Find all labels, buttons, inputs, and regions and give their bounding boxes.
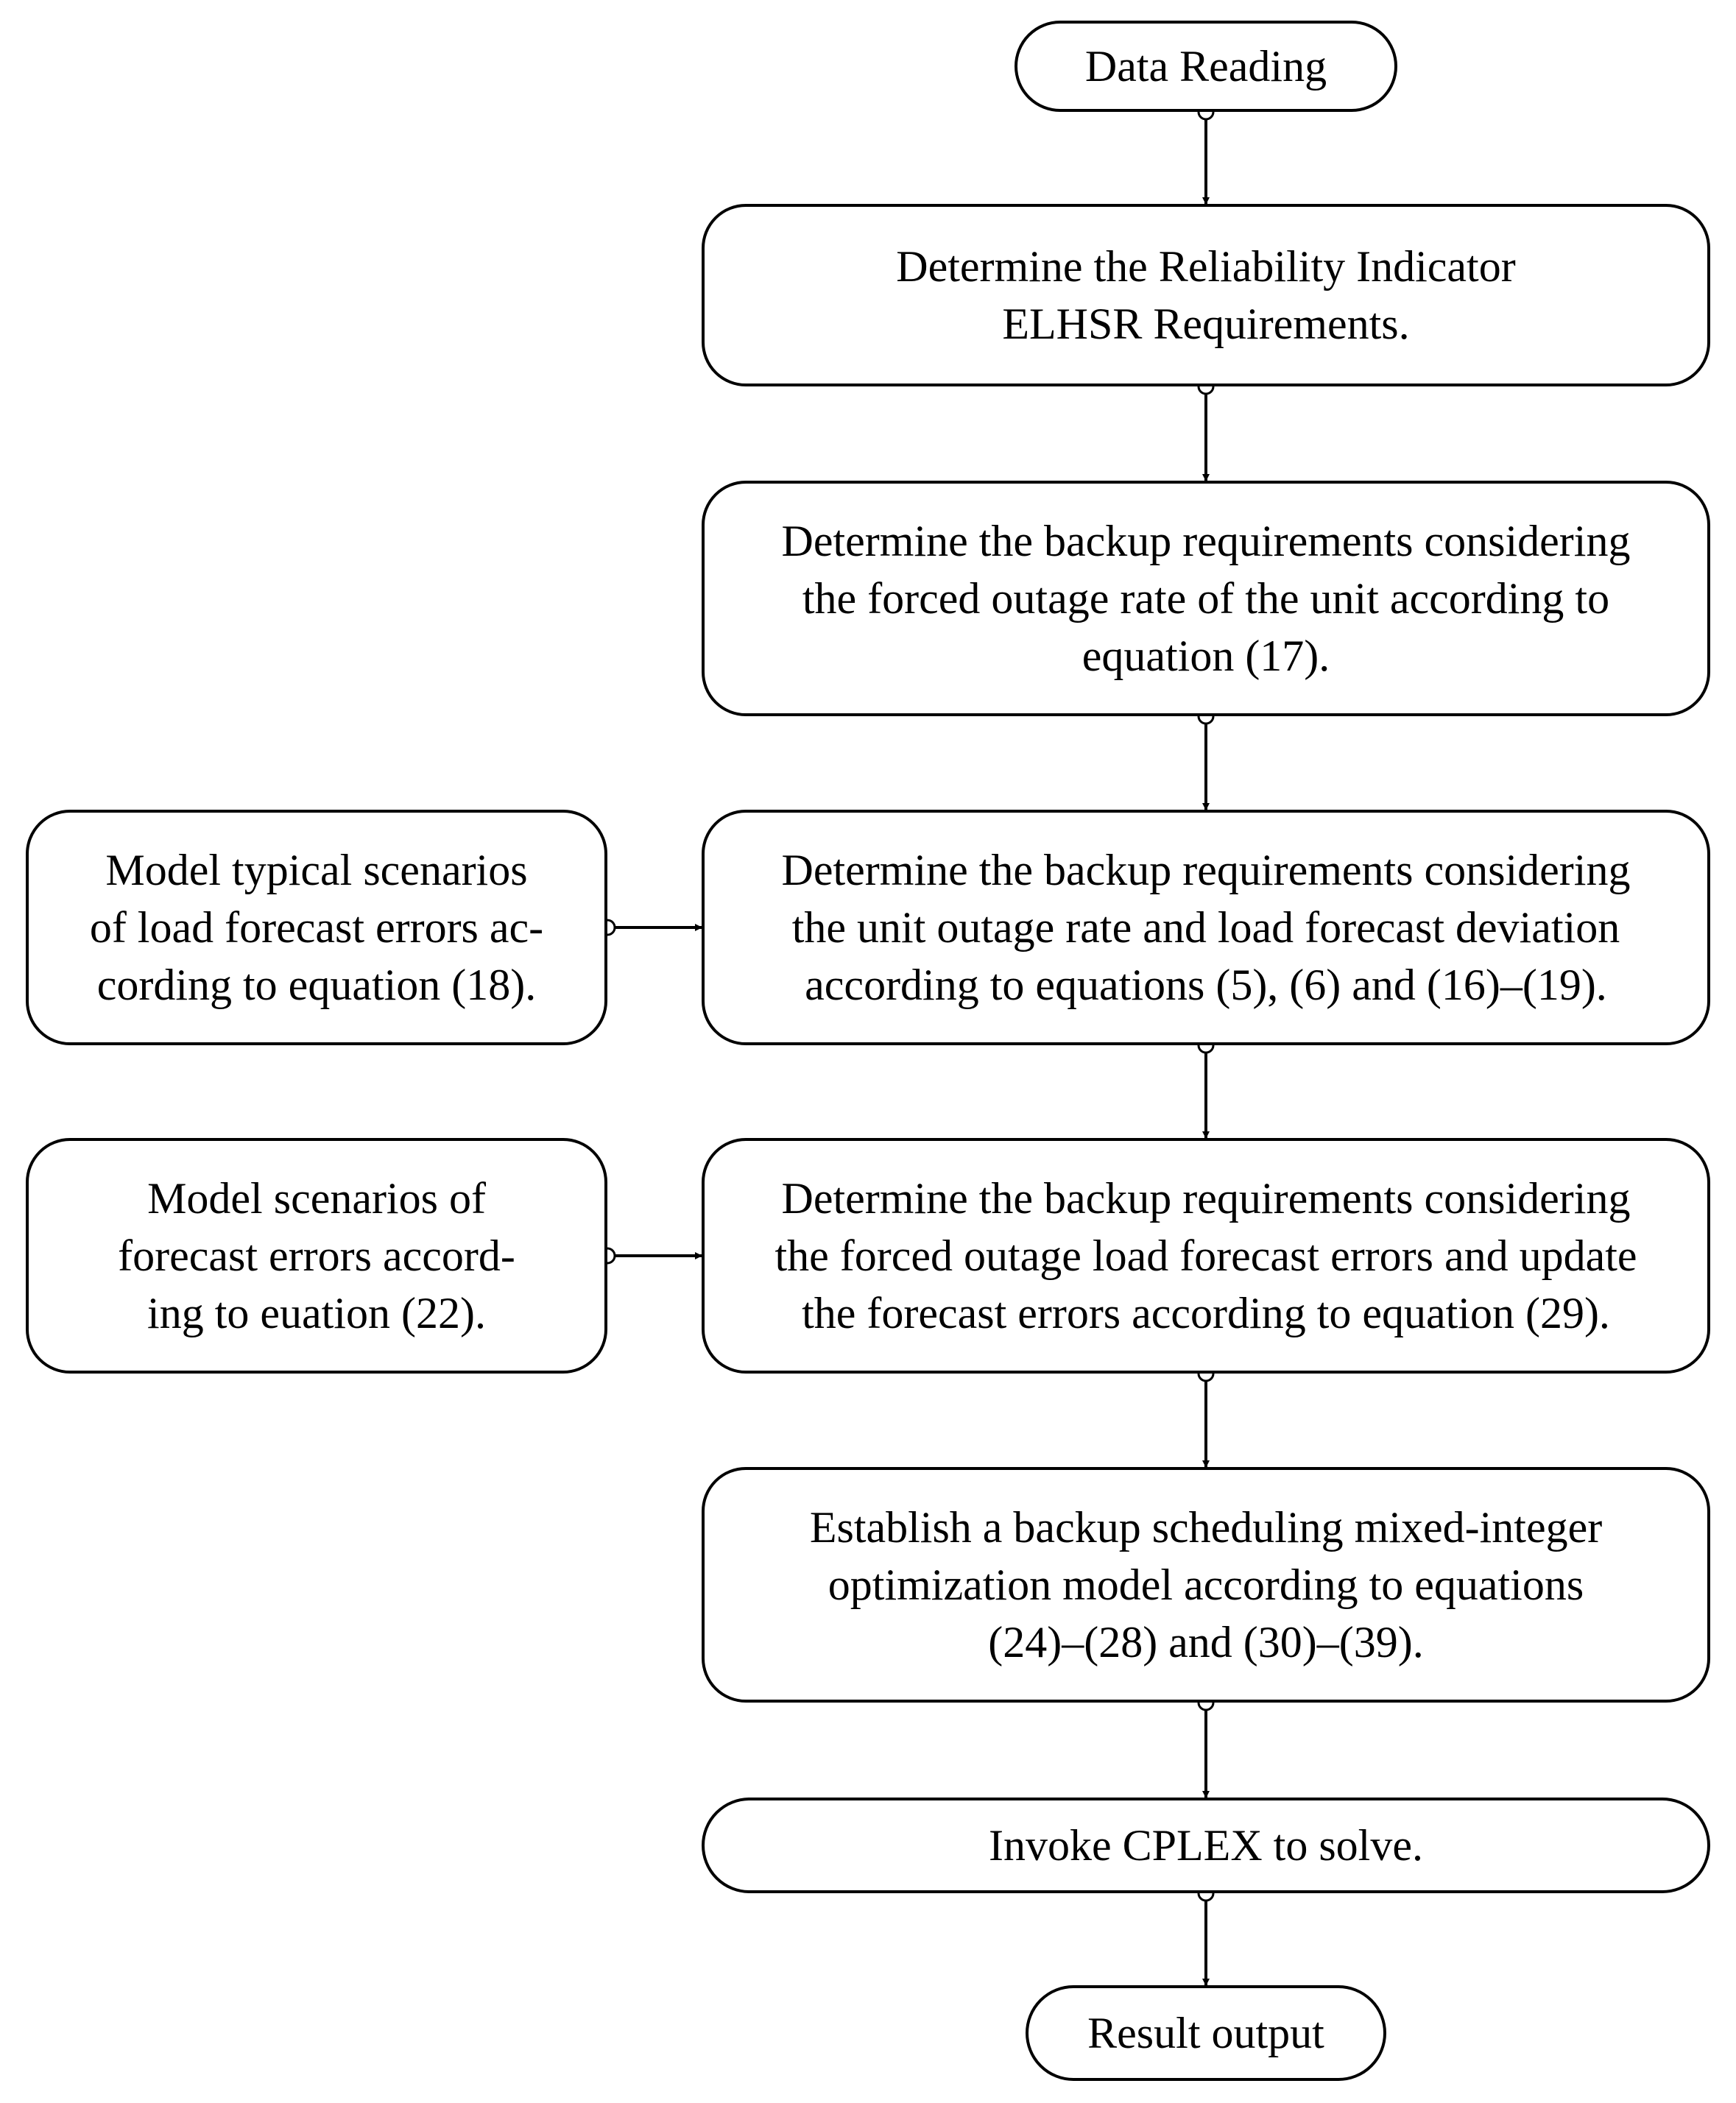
- node-text-line: optimization model according to equation…: [828, 1561, 1584, 1609]
- node-invoke-cplex: Invoke CPLEX to solve.: [702, 1798, 1710, 1893]
- node-forced-outage-load-backup: Determine the backup requirements consid…: [702, 1138, 1710, 1374]
- node-text-line: Determine the backup requirements consid…: [781, 1174, 1631, 1223]
- node-text-line: the forced outage load forecast errors a…: [775, 1231, 1637, 1280]
- node-model-scenarios: Model scenarios of forecast errors accor…: [26, 1138, 607, 1374]
- node-text-line: the unit outage rate and load forecast d…: [791, 903, 1620, 952]
- node-text-line: according to equations (5), (6) and (16)…: [805, 961, 1607, 1009]
- node-text-line: Establish a backup scheduling mixed-inte…: [809, 1503, 1603, 1552]
- node-unit-outage-load-backup: Determine the backup requirements consid…: [702, 810, 1710, 1045]
- node-text-line: ing to euation (22).: [147, 1289, 486, 1337]
- node-text-line: forecast errors accord-: [118, 1231, 515, 1280]
- node-text-line: equation (17).: [1082, 632, 1330, 680]
- node-text-line: Data Reading: [1084, 42, 1327, 91]
- node-establish-model: Establish a backup scheduling mixed-inte…: [702, 1467, 1710, 1703]
- node-text-line: Determine the Reliability Indicator: [896, 242, 1516, 291]
- node-reliability-requirements: Determine the Reliability Indicator ELHS…: [702, 204, 1710, 386]
- node-result-output: Result output: [1026, 1985, 1386, 2081]
- node-text-line: ELHSR Requirements.: [1002, 300, 1410, 348]
- node-text-line: Determine the backup requirements consid…: [781, 517, 1631, 565]
- node-text-line: Result output: [1087, 2009, 1324, 2057]
- node-forced-outage-backup: Determine the backup requirements consid…: [702, 481, 1710, 716]
- node-text-line: the forecast errors according to equatio…: [802, 1289, 1610, 1337]
- node-text-line: Invoke CPLEX to solve.: [989, 1821, 1423, 1870]
- node-text-line: Determine the backup requirements consid…: [781, 846, 1631, 894]
- node-text-line: Model scenarios of: [147, 1174, 486, 1223]
- node-text-line: Model typical scenarios: [105, 846, 528, 894]
- node-model-typical-scenarios: Model typical scenarios of load forecast…: [26, 810, 607, 1045]
- node-text-line: of load forecast errors ac-: [89, 903, 544, 952]
- node-text-line: (24)–(28) and (30)–(39).: [988, 1618, 1424, 1667]
- node-text-line: cording to equation (18).: [96, 961, 537, 1009]
- node-text-line: the forced outage rate of the unit accor…: [802, 574, 1610, 623]
- node-data-reading: Data Reading: [1015, 21, 1397, 112]
